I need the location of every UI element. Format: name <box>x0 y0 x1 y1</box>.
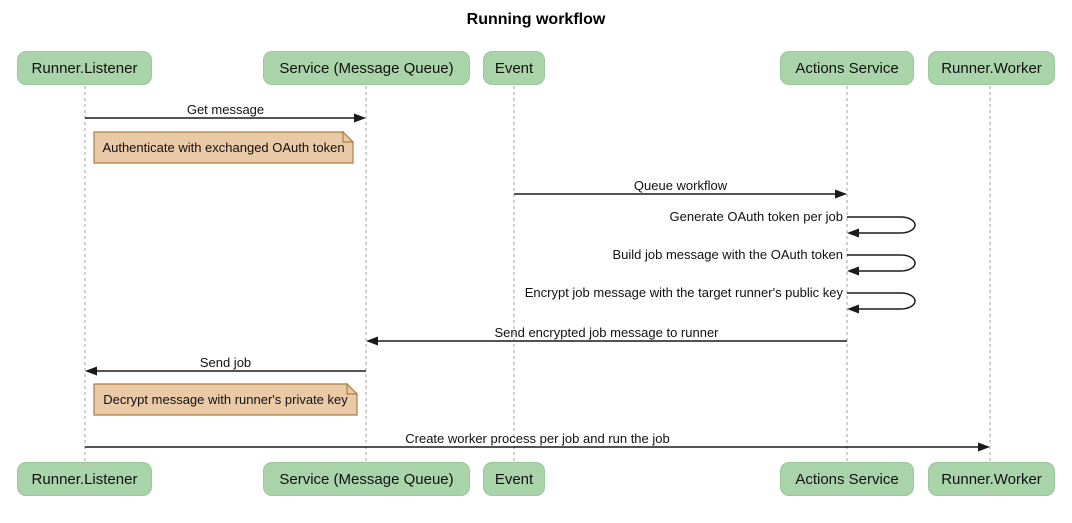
participant-label: Runner.Worker <box>941 59 1042 77</box>
participant-label: Actions Service <box>795 59 899 77</box>
participant-bottom-event: Event <box>483 462 545 496</box>
arrowhead-send-job <box>85 366 97 376</box>
arrowhead-send-encrypted <box>366 336 378 346</box>
note-fold-authenticate <box>342 130 355 143</box>
participant-top-runner-listener: Runner.Listener <box>17 51 152 85</box>
diagram-title: Running workflow <box>466 11 606 28</box>
loop-encrypt-job <box>847 292 916 310</box>
participant-bottom-actions-service: Actions Service <box>780 462 914 496</box>
note-shape-authenticate <box>93 131 354 164</box>
arrowhead-generate-token <box>847 228 859 238</box>
message-label-send-job: Send job <box>199 355 252 370</box>
participant-label: Runner.Listener <box>31 59 138 77</box>
participant-top-runner-worker: Runner.Worker <box>928 51 1055 85</box>
arrowhead-get-message <box>354 113 366 123</box>
participant-bottom-runner-worker: Runner.Worker <box>928 462 1055 496</box>
loop-generate-token <box>847 216 916 234</box>
participant-top-service-mq: Service (Message Queue) <box>263 51 470 85</box>
message-label-create-worker: Create worker process per job and run th… <box>405 431 670 446</box>
participant-bottom-service-mq: Service (Message Queue) <box>263 462 470 496</box>
note-authenticate: Authenticate with exchanged OAuth token <box>102 140 345 155</box>
loop-build-job <box>847 254 916 272</box>
message-label-get-message: Get message <box>186 102 265 117</box>
message-label-generate-token: Generate OAuth token per job <box>669 209 843 224</box>
note-decrypt: Decrypt message with runner's private ke… <box>103 392 348 407</box>
participant-label: Actions Service <box>795 470 899 488</box>
arrowhead-build-job <box>847 266 859 276</box>
participant-label: Service (Message Queue) <box>279 470 454 488</box>
participant-label: Event <box>494 470 534 488</box>
arrowhead-create-worker <box>978 442 990 452</box>
participant-label: Runner.Listener <box>31 470 138 488</box>
participant-label: Event <box>494 59 534 77</box>
note-fold-decrypt <box>346 382 359 395</box>
participant-label: Service (Message Queue) <box>279 59 454 77</box>
note-shape-decrypt <box>93 383 358 416</box>
participant-bottom-runner-listener: Runner.Listener <box>17 462 152 496</box>
participant-label: Runner.Worker <box>941 470 1042 488</box>
message-label-queue-workflow: Queue workflow <box>633 178 728 193</box>
arrowhead-queue-workflow <box>835 189 847 199</box>
arrowhead-encrypt-job <box>847 304 859 314</box>
participant-top-actions-service: Actions Service <box>780 51 914 85</box>
message-label-encrypt-job: Encrypt job message with the target runn… <box>524 285 843 300</box>
message-label-build-job: Build job message with the OAuth token <box>612 247 843 262</box>
participant-top-event: Event <box>483 51 545 85</box>
message-label-send-encrypted: Send encrypted job message to runner <box>494 325 719 340</box>
